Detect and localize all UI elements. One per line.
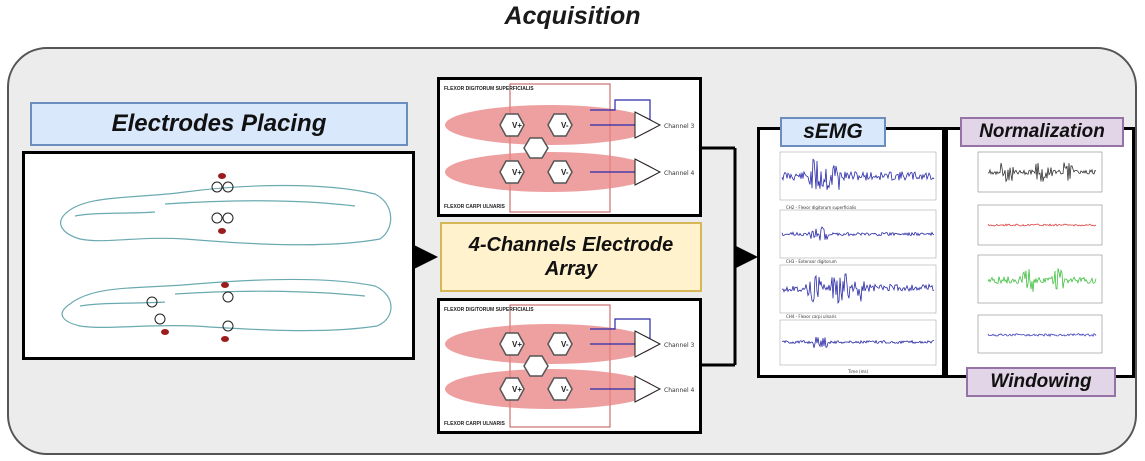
- normalized-traces: [977, 151, 1103, 354]
- semg-trace-ch3: [781, 273, 935, 305]
- svg-text:V+: V+: [512, 385, 522, 394]
- semg-traces: CH2 - Flexor digitorum superficialis CH3…: [779, 151, 937, 374]
- svg-text:Channel 3: Channel 3: [664, 123, 695, 130]
- normalization-panel: [945, 127, 1135, 378]
- semg-trace-ch1: [781, 158, 935, 190]
- norm-trace-ch3: [987, 268, 1097, 292]
- svg-text:Channel 4: Channel 4: [664, 170, 695, 177]
- norm-trace-ch1: [987, 162, 1097, 183]
- semg-label: sEMG: [780, 117, 886, 147]
- svg-text:CH4 - Flexor carpi ulnaris: CH4 - Flexor carpi ulnaris: [786, 314, 836, 319]
- svg-text:Channel 4: Channel 4: [664, 387, 695, 394]
- semg-signal-panel: CH2 - Flexor digitorum superficialis CH3…: [757, 127, 945, 378]
- normalization-label: Normalization: [960, 117, 1124, 147]
- svg-text:V+: V+: [512, 121, 522, 130]
- svg-text:Channel 3: Channel 3: [664, 342, 695, 349]
- svg-text:V+: V+: [512, 168, 522, 177]
- svg-text:CH3 - Extensor digitorum: CH3 - Extensor digitorum: [786, 259, 837, 264]
- electrode-circuit-diagram-top: V+ V- V+ V- FLEXOR DIGITORUM SUPERFICIAL…: [437, 77, 702, 217]
- four-channels-electrode-array-label: 4-Channels Electrode Array: [440, 222, 702, 292]
- semg-trace-ch4: [781, 336, 935, 349]
- norm-trace-ch4: [987, 333, 1097, 338]
- svg-text:FLEXOR CARPI ULNARIS: FLEXOR CARPI ULNARIS: [444, 421, 506, 427]
- svg-text:V-: V-: [561, 385, 569, 394]
- electrodes-placing-label: Electrodes Placing: [30, 102, 408, 146]
- electrode-circuit-bottom: V+ V- V+ V- FLEXOR DIGITORUM SUPERFICIAL…: [444, 304, 695, 428]
- svg-text:V+: V+: [512, 340, 522, 349]
- electrode-circuit-diagram-bottom: V+ V- V+ V- FLEXOR DIGITORUM SUPERFICIAL…: [437, 298, 702, 434]
- svg-text:V-: V-: [561, 340, 569, 349]
- svg-text:FLEXOR CARPI ULNARIS: FLEXOR CARPI ULNARIS: [444, 204, 506, 210]
- svg-text:V-: V-: [561, 168, 569, 177]
- svg-text:FLEXOR DIGITORUM SUPERFICIALIS: FLEXOR DIGITORUM SUPERFICIALIS: [444, 307, 534, 313]
- svg-text:Time (ms): Time (ms): [847, 369, 869, 374]
- page-title: Acquisition: [504, 2, 641, 30]
- svg-text:V-: V-: [561, 121, 569, 130]
- semg-trace-ch2: [781, 226, 935, 241]
- svg-text:CH2 - Flexor digitorum superfi: CH2 - Flexor digitorum superficialis: [786, 205, 856, 210]
- electrode-placement-diagram: [22, 151, 415, 360]
- norm-trace-ch2: [987, 223, 1097, 227]
- electrode-circuit-top: V+ V- V+ V- FLEXOR DIGITORUM SUPERFICIAL…: [444, 83, 695, 213]
- arm-illustration: [60, 173, 392, 342]
- windowing-label: Windowing: [966, 367, 1116, 397]
- svg-text:FLEXOR DIGITORUM SUPERFICIALIS: FLEXOR DIGITORUM SUPERFICIALIS: [444, 86, 534, 92]
